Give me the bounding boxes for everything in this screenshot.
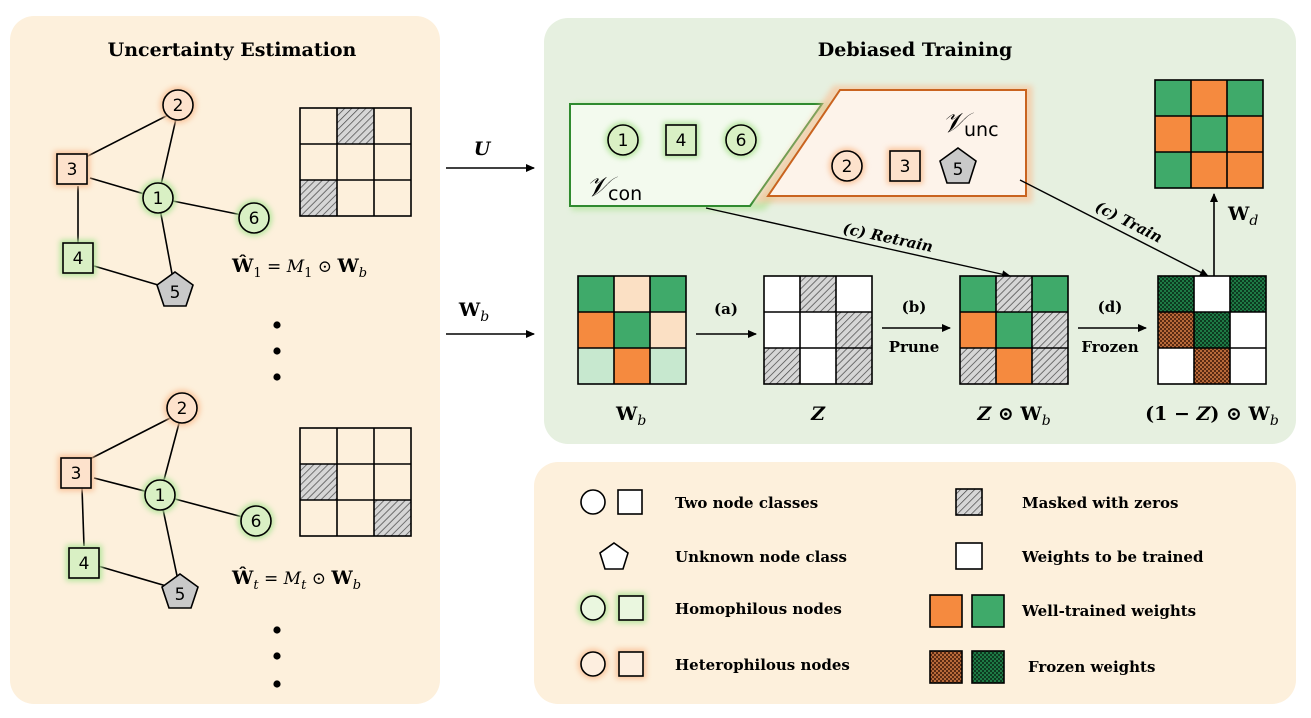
legend-heterophilous: Heterophilous nodes	[675, 656, 850, 674]
node-5b	[161, 573, 199, 609]
svg-text:6: 6	[736, 131, 747, 151]
ellipsis-dots-2	[273, 626, 281, 688]
graph-2: 2 3 1 6 4 5	[58, 390, 274, 609]
step-a-label: (a)	[714, 300, 738, 318]
arrow-retrain	[705, 207, 1011, 279]
uncertainty-title: Uncertainty Estimation	[108, 39, 357, 61]
arrow-u: U	[446, 138, 535, 172]
formula-wt: Ŵt = Mt ⊙ Wb	[231, 566, 361, 593]
svg-text:U: U	[474, 138, 492, 160]
legend-trainable-icon	[955, 542, 983, 570]
legend-two-classes: Two node classes	[675, 494, 818, 512]
legend-panel	[534, 462, 1296, 704]
legend-green-weight-icon	[971, 594, 1005, 628]
node-1b	[144, 479, 176, 511]
svg-text:1: 1	[153, 189, 164, 209]
svg-text:4: 4	[73, 249, 84, 269]
legend-weights-trained: Weights to be trained	[1021, 548, 1204, 566]
svg-text:6: 6	[251, 512, 262, 532]
con-node-4	[665, 124, 697, 156]
node-5	[156, 271, 194, 307]
svg-text:6: 6	[249, 209, 260, 229]
formula-w1: Ŵ1 = M1 ⊙ Wb	[231, 254, 367, 281]
legend-unknown: Unknown node class	[675, 548, 847, 566]
legend-hetero-square-icon	[618, 651, 644, 677]
legend-homophilous: Homophilous nodes	[675, 600, 842, 618]
svg-text:unc: unc	[964, 119, 999, 141]
arrow-wb: Wb	[446, 299, 535, 338]
unc-node-2	[831, 150, 863, 182]
svg-text:3: 3	[900, 157, 911, 177]
svg-text:5: 5	[953, 160, 964, 180]
z-caption: Z	[810, 403, 826, 425]
node-2	[162, 89, 194, 121]
svg-text:4: 4	[676, 131, 687, 151]
legend-well-trained: Well-trained weights	[1021, 602, 1196, 620]
legend-homo-circle-icon	[580, 595, 606, 621]
node-4	[62, 242, 94, 274]
svg-text:1: 1	[155, 486, 166, 506]
legend-masked-icon	[955, 488, 983, 516]
legend-circle-icon	[580, 489, 606, 515]
uncertainty-panel	[10, 16, 440, 704]
legend-frozen-orange-icon	[929, 650, 963, 684]
mask-matrix-t	[299, 427, 412, 537]
legend: Two node classes Unknown node class Homo…	[578, 488, 1204, 684]
svg-text:4: 4	[79, 554, 90, 574]
frozen-label: Frozen	[1081, 338, 1138, 356]
legend-masked: Masked with zeros	[1022, 494, 1179, 512]
legend-square-icon	[617, 489, 643, 515]
ellipsis-dots-1	[273, 321, 281, 381]
con-node-6	[725, 124, 757, 156]
node-3b	[60, 457, 92, 489]
z-wb-caption: Z ⊙ Wb	[976, 403, 1050, 429]
prune-label: Prune	[889, 338, 940, 356]
step-b-label: (b)	[902, 298, 927, 316]
legend-orange-weight-icon	[929, 594, 963, 628]
legend-hetero-circle-icon	[580, 651, 606, 677]
z-wb-matrix	[959, 275, 1069, 385]
svg-text:5: 5	[170, 283, 181, 303]
svg-text:Wb: Wb	[458, 299, 489, 325]
node-3	[56, 153, 88, 185]
svg-text:2: 2	[173, 96, 184, 116]
debiased-title: Debiased Training	[818, 39, 1013, 61]
node-6	[238, 202, 270, 234]
wd-matrix	[1154, 79, 1264, 189]
wb-matrix	[577, 275, 687, 385]
v-unc-set: 2 3 5 𝒱 unc	[753, 85, 1033, 203]
unc-node-5	[939, 147, 977, 184]
v-con-set: 1 4 6 𝒱 con	[569, 103, 850, 211]
node-2b	[166, 392, 198, 424]
unc-node-3	[889, 150, 921, 182]
legend-frozen-green-icon	[971, 650, 1005, 684]
graph-1: 2 3 1 6 4 5	[54, 87, 272, 307]
arrow-train	[1019, 179, 1209, 277]
one-minus-z-wb-caption: (1 − Z) ⊙ Wb	[1145, 403, 1279, 429]
svg-text:2: 2	[842, 157, 853, 177]
mask-matrix-1	[299, 107, 412, 217]
svg-text:3: 3	[71, 464, 82, 484]
one-minus-z-wb-matrix	[1157, 275, 1267, 385]
node-6b	[240, 505, 272, 537]
con-node-1	[607, 124, 639, 156]
legend-pentagon-icon	[599, 542, 629, 570]
svg-text:1: 1	[618, 131, 629, 151]
step-d-label: (d)	[1098, 298, 1123, 316]
node-1	[142, 182, 174, 214]
legend-frozen: Frozen weights	[1028, 658, 1155, 676]
legend-homo-square-icon	[618, 595, 644, 621]
node-4b	[68, 547, 100, 579]
svg-text:3: 3	[67, 160, 78, 180]
svg-text:2: 2	[177, 399, 188, 419]
z-matrix	[763, 275, 873, 385]
svg-text:con: con	[608, 183, 642, 205]
svg-text:5: 5	[175, 585, 186, 605]
